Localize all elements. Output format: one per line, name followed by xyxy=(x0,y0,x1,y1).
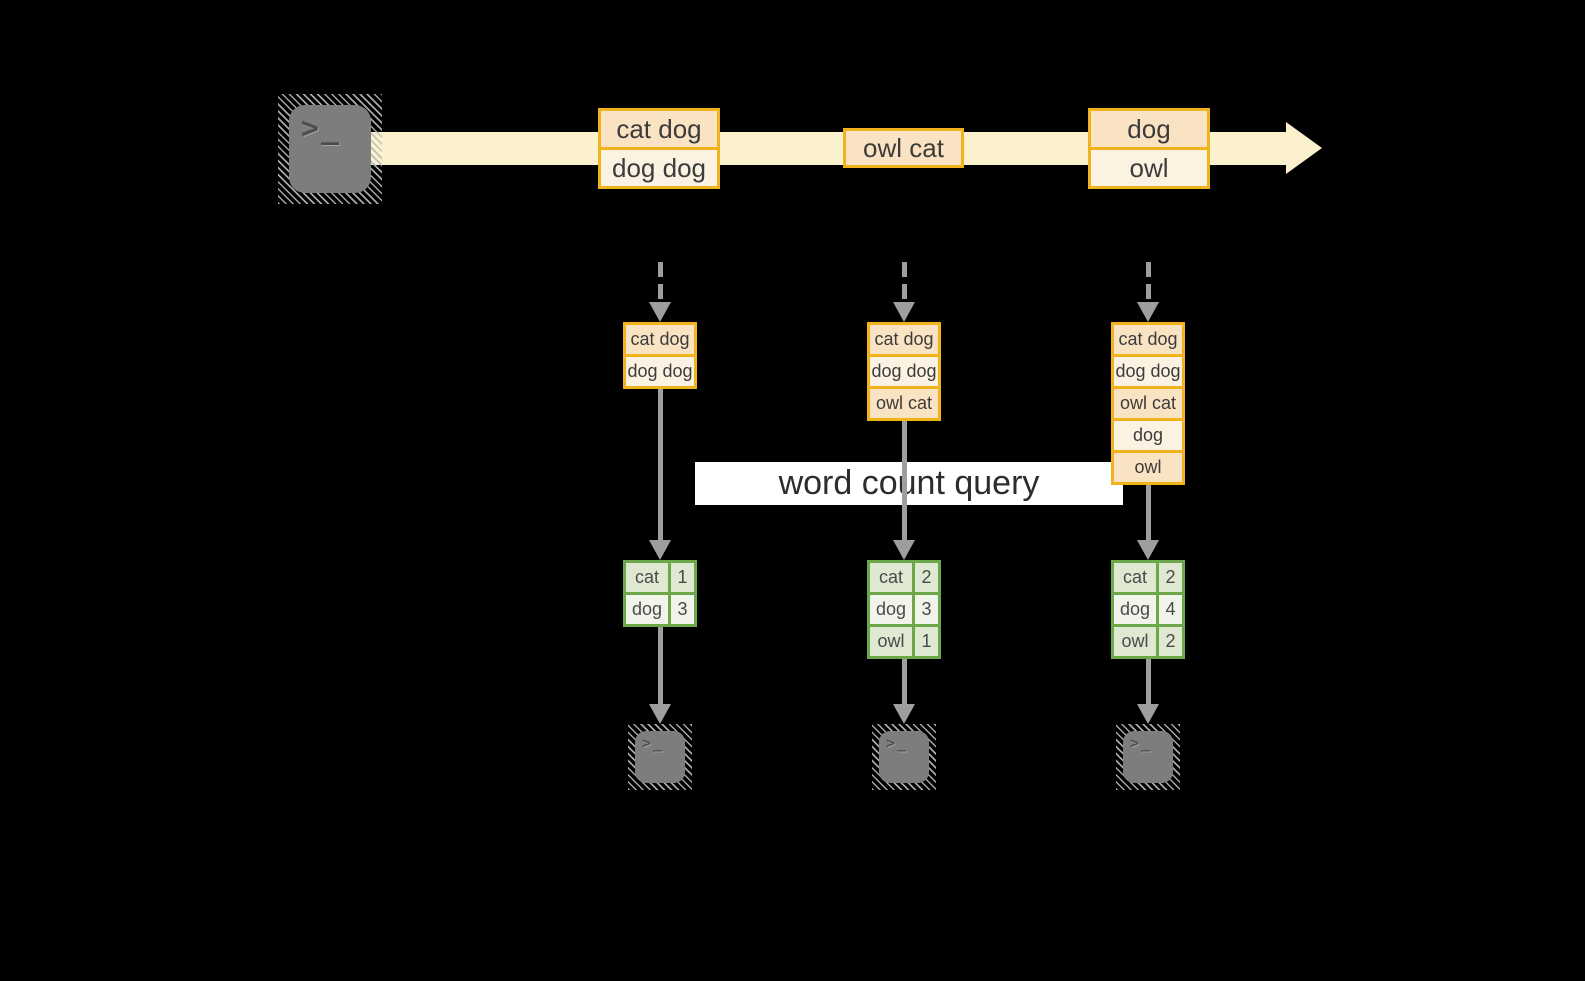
count-word: owl xyxy=(870,627,912,656)
stack-line: owl cat xyxy=(870,386,938,418)
count-value: 3 xyxy=(671,595,694,624)
stack-line: dog xyxy=(1114,418,1182,450)
count-table-3: cat 2 dog 4 owl 2 xyxy=(1111,560,1185,659)
count-value: 2 xyxy=(1159,627,1182,656)
terminal-source-icon: >_ xyxy=(278,94,382,204)
count-value: 1 xyxy=(915,627,938,656)
output-arrowhead-col2 xyxy=(893,704,915,724)
accumulated-stack-2: cat dog dog dog owl cat xyxy=(867,322,941,421)
count-word: cat xyxy=(870,563,912,592)
stack-line: cat dog xyxy=(1114,325,1182,354)
stack-line: owl xyxy=(1114,450,1182,482)
count-word: owl xyxy=(1114,627,1156,656)
query-arrowhead-col3 xyxy=(1137,540,1159,560)
stack-line: dog dog xyxy=(870,354,938,386)
output-arrow-col1 xyxy=(658,627,663,704)
stack-line: dog dog xyxy=(626,354,694,386)
dashed-arrowhead-col2 xyxy=(893,302,915,322)
count-table-1: cat 1 dog 3 xyxy=(623,560,697,627)
count-value: 1 xyxy=(671,563,694,592)
stream-batch-1: cat dog dog dog xyxy=(598,108,720,189)
count-value: 2 xyxy=(1159,563,1182,592)
count-word: cat xyxy=(626,563,668,592)
output-arrow-col2 xyxy=(902,659,907,704)
terminal-prompt-glyph: >_ xyxy=(642,734,665,752)
stack-line: cat dog xyxy=(626,325,694,354)
count-table-2: cat 2 dog 3 owl 1 xyxy=(867,560,941,659)
count-value: 3 xyxy=(915,595,938,624)
query-arrowhead-col2 xyxy=(893,540,915,560)
stream-batch-2: owl cat xyxy=(843,128,964,168)
stream-timeline-arrowhead xyxy=(1286,122,1322,174)
dashed-arrowhead-col3 xyxy=(1137,302,1159,322)
terminal-icon-body: >_ xyxy=(289,105,371,193)
dashed-arrowhead-col1 xyxy=(649,302,671,322)
stack-line: dog dog xyxy=(1114,354,1182,386)
batch-line: owl cat xyxy=(846,131,961,165)
terminal-prompt-glyph: >_ xyxy=(886,734,909,752)
stream-batch-3: dog owl xyxy=(1088,108,1210,189)
terminal-prompt-glyph: >_ xyxy=(301,111,342,146)
terminal-icon-body: >_ xyxy=(1123,731,1173,783)
terminal-sink-icon-3: >_ xyxy=(1116,724,1180,790)
terminal-sink-icon-2: >_ xyxy=(872,724,936,790)
query-banner: word count query xyxy=(695,462,1123,505)
batch-line: cat dog xyxy=(601,111,717,147)
terminal-prompt-glyph: >_ xyxy=(1130,734,1153,752)
dashed-arrow-col3 xyxy=(1146,262,1151,304)
query-arrow-col1 xyxy=(658,389,663,542)
count-word: dog xyxy=(626,595,668,624)
count-value: 4 xyxy=(1159,595,1182,624)
output-arrowhead-col3 xyxy=(1137,704,1159,724)
query-arrow-col3 xyxy=(1146,485,1151,542)
query-arrow-col2 xyxy=(902,421,907,542)
terminal-sink-icon-1: >_ xyxy=(628,724,692,790)
batch-line: dog xyxy=(1091,111,1207,147)
accumulated-stack-1: cat dog dog dog xyxy=(623,322,697,389)
accumulated-stack-3: cat dog dog dog owl cat dog owl xyxy=(1111,322,1185,485)
stack-line: owl cat xyxy=(1114,386,1182,418)
stack-line: cat dog xyxy=(870,325,938,354)
count-word: cat xyxy=(1114,563,1156,592)
output-arrowhead-col1 xyxy=(649,704,671,724)
terminal-icon-body: >_ xyxy=(635,731,685,783)
terminal-icon-body: >_ xyxy=(879,731,929,783)
count-word: dog xyxy=(1114,595,1156,624)
count-word: dog xyxy=(870,595,912,624)
dashed-arrow-col1 xyxy=(658,262,663,304)
batch-line: owl xyxy=(1091,147,1207,186)
count-value: 2 xyxy=(915,563,938,592)
batch-line: dog dog xyxy=(601,147,717,186)
output-arrow-col3 xyxy=(1146,659,1151,704)
dashed-arrow-col2 xyxy=(902,262,907,304)
query-arrowhead-col1 xyxy=(649,540,671,560)
